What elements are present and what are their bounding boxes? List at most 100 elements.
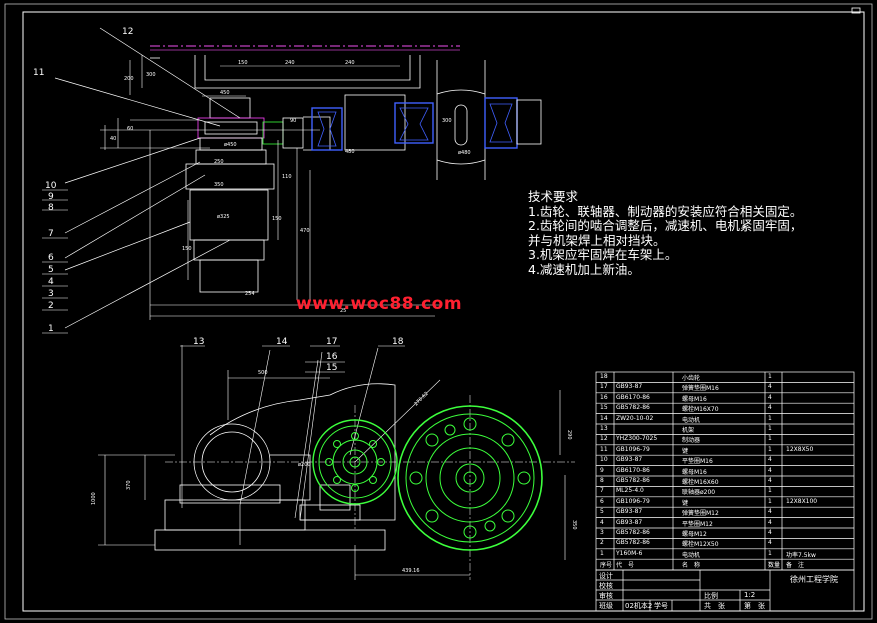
parts-cell-qty: 1: [768, 414, 772, 422]
dim-label: 250: [214, 159, 224, 165]
dim-label: 150: [238, 60, 248, 66]
parts-cell-no: 9: [600, 466, 604, 474]
parts-cell-code: GB6170-86: [616, 393, 650, 401]
parts-cell-code: GB1096-79: [616, 445, 650, 453]
front-view-gears: [312, 405, 543, 551]
dim-label: 300: [146, 72, 156, 78]
parts-cell-qty: 4: [768, 508, 772, 516]
tb-check-label: 校核: [599, 582, 613, 590]
balloon-number: 5: [48, 265, 54, 275]
parts-cell-code: GB93-87: [616, 456, 643, 464]
parts-cell-qty: 4: [768, 477, 772, 484]
parts-table-row: 2 GB5782-86 螺栓M12X50 4: [596, 538, 854, 548]
dim-label: ø325: [217, 214, 230, 220]
parts-cell-code: Y160M-6: [616, 549, 643, 557]
parts-cell-no: 18: [600, 373, 608, 380]
parts-cell-note: 12X8X100: [786, 497, 818, 505]
parts-cell-note: 功率7.5kw: [786, 551, 816, 559]
parts-cell-code: GB5782-86: [616, 529, 650, 536]
parts-cell-no: 11: [600, 445, 608, 453]
parts-cell-name: 电动机: [682, 416, 701, 424]
parts-cell-name: 机架: [682, 427, 695, 434]
parts-cell-name: 平垫圈M16: [682, 458, 713, 466]
top-balloons: 12 11 10 9 8 7 6 5 4 3 2 1: [33, 27, 133, 334]
parts-cell-code: GB5782-86: [616, 404, 650, 412]
parts-cell-code: GB93-87: [616, 508, 643, 516]
parts-cell-no: 4: [600, 518, 604, 526]
balloon-number: 9: [48, 192, 54, 202]
parts-cell-code: GB1096-79: [616, 497, 650, 505]
balloon-number: 10: [45, 181, 57, 191]
parts-cell-no: 3: [600, 529, 604, 536]
dim-label: 500: [258, 370, 268, 376]
dim-label: 270.62: [413, 391, 430, 408]
parts-cell-name: 平垫圈M12: [682, 520, 713, 528]
parts-cell-no: 15: [600, 404, 608, 412]
balloon-number: 2: [48, 301, 54, 311]
balloon-number: 14: [276, 337, 288, 347]
balloon-number: 8: [48, 203, 54, 213]
dim-label: 254: [245, 291, 255, 297]
parts-header-qty: 数量: [768, 562, 781, 570]
parts-cell-qty: 1: [768, 549, 772, 557]
balloon-number: 12: [122, 27, 133, 37]
tb-review-label: 审核: [599, 592, 613, 600]
notes-line: 4.减速机加上新油。: [528, 261, 640, 277]
parts-cell-no: 17: [600, 383, 608, 391]
parts-header-note: 备 注: [786, 562, 805, 570]
dim-label: 370: [126, 480, 132, 490]
balloon-number: 16: [326, 352, 338, 362]
dim-label: ø200: [298, 462, 311, 468]
parts-header-code: 代 号: [616, 562, 635, 570]
tb-scale-value: 1:2: [744, 591, 756, 599]
balloon-number: 15: [326, 363, 337, 373]
parts-cell-name: 螺母M16: [682, 395, 707, 403]
parts-cell-qty: 4: [768, 518, 772, 526]
dim-label: 1000: [91, 492, 97, 505]
parts-cell-qty: 4: [768, 404, 772, 412]
parts-cell-qty: 1: [768, 435, 772, 443]
parts-cell-name: 螺栓M12X50: [682, 541, 719, 549]
parts-cell-qty: 4: [768, 529, 772, 536]
notes-line: 并与机架焊上相对挡块。: [528, 232, 666, 248]
parts-cell-name: 联轴器ø200: [682, 489, 716, 497]
dim-label: 150: [182, 246, 192, 252]
tb-design-label: 设计: [599, 572, 613, 580]
balloon-number: 17: [326, 337, 337, 347]
notes-line: 1.齿轮、联轴器、制动器的安装应符合相关固定。: [528, 203, 803, 219]
dim-label: 90: [290, 118, 296, 124]
tb-class-value: 02机本2: [625, 602, 653, 610]
dim-label: 150: [272, 216, 282, 222]
dim-label: 200: [124, 76, 134, 82]
parts-cell-code: GB93-87: [616, 383, 643, 391]
parts-cell-no: 13: [600, 425, 608, 432]
parts-cell-code: GB5782-86: [616, 477, 650, 484]
balloon-number: 18: [392, 337, 404, 347]
dim-label: 240: [285, 60, 295, 66]
notes-line: 3.机架应牢固焊在车架上。: [528, 247, 678, 262]
parts-table-grid: [595, 371, 855, 612]
parts-cell-code: GB5782-86: [616, 539, 650, 547]
parts-cell-no: 8: [600, 477, 604, 484]
parts-cell-qty: 4: [768, 539, 772, 547]
parts-cell-name: 螺母M16: [682, 468, 707, 476]
parts-cell-code: GB93-87: [616, 518, 643, 526]
balloon-number: 3: [48, 289, 54, 299]
parts-header-name: 名 称: [682, 562, 701, 570]
top-right-marker: [851, 7, 861, 14]
dim-label: 350: [571, 520, 577, 530]
dim-label: 439.16: [402, 568, 420, 574]
parts-cell-code: GB6170-86: [616, 466, 650, 474]
parts-cell-name: 键: [682, 499, 689, 507]
parts-cell-no: 2: [600, 539, 604, 547]
